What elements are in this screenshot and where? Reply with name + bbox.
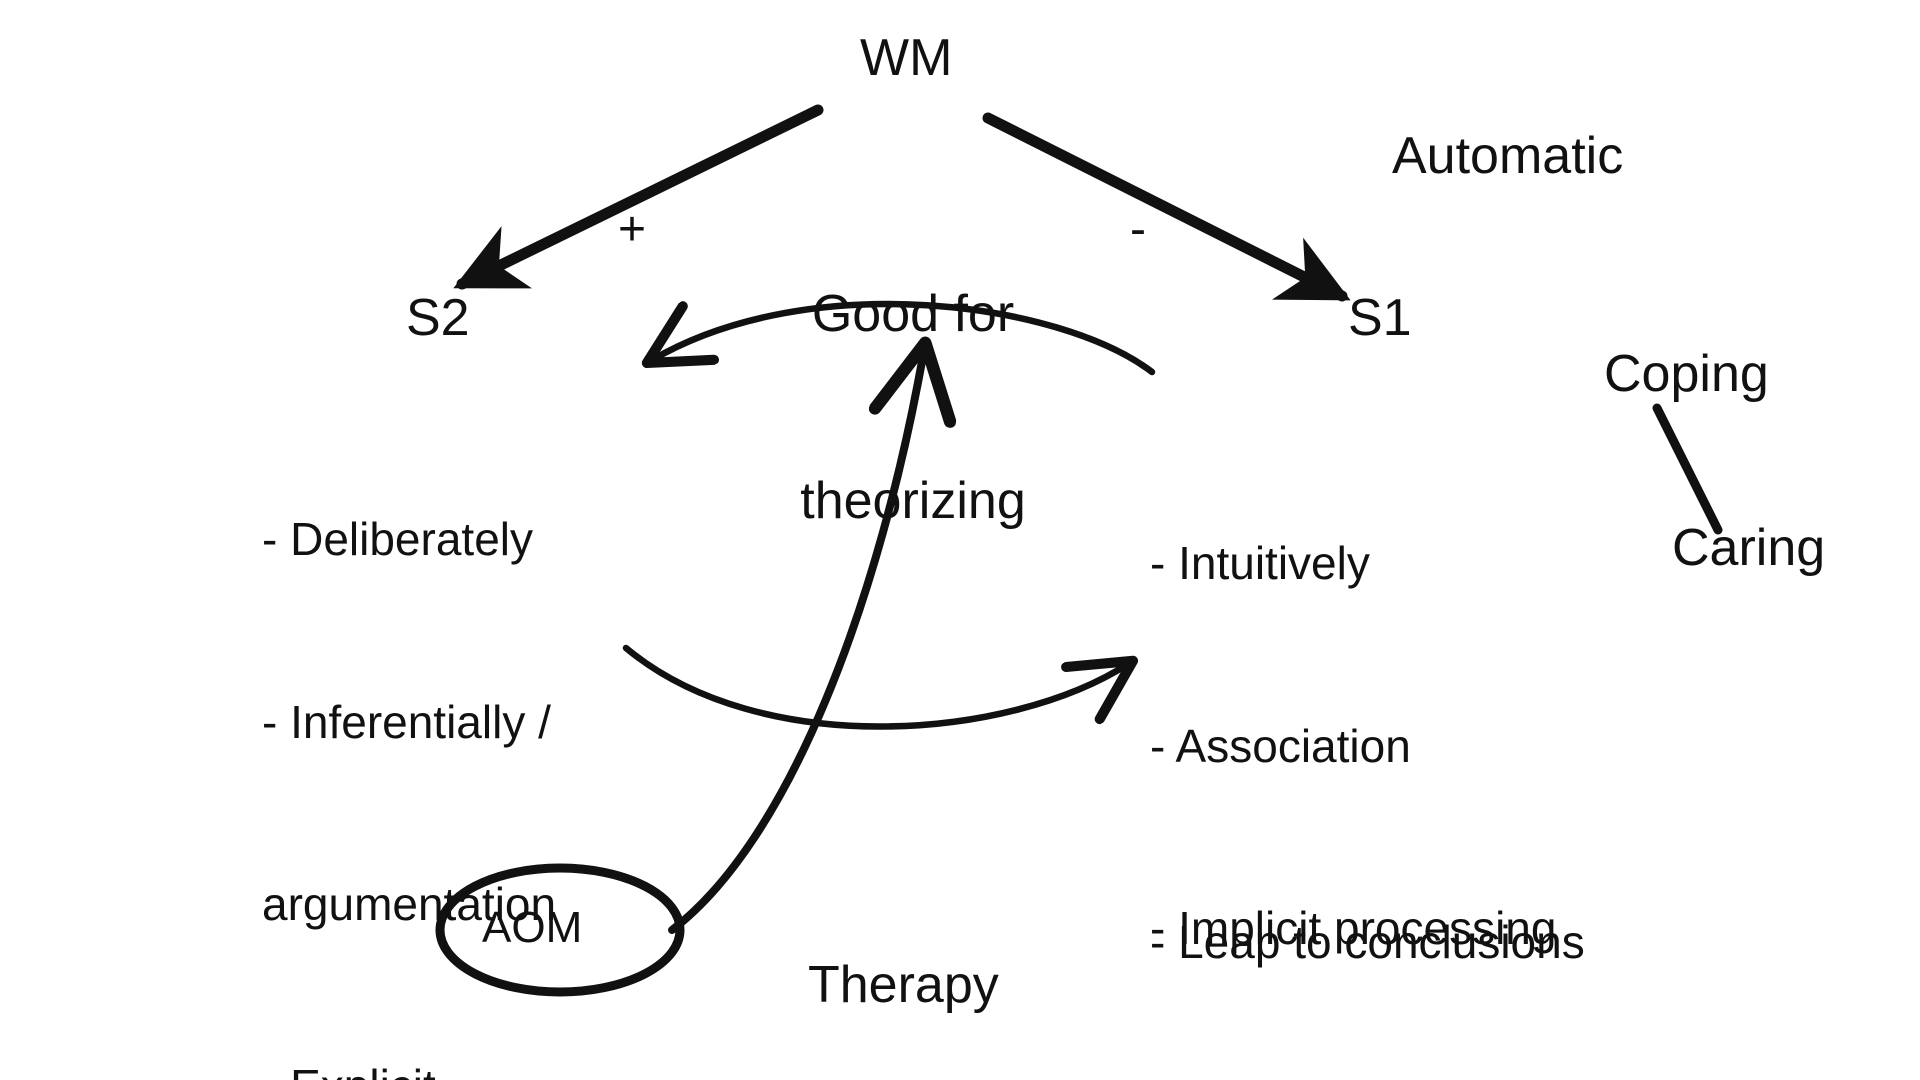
note-good-for-theorizing-line2: theorizing	[800, 471, 1026, 530]
edge-wm-to-s1	[982, 112, 1351, 302]
note-automatic: Automatic	[1392, 127, 1624, 185]
list-item: - Intuitively	[1150, 537, 1370, 590]
edge-wm-to-s2	[453, 104, 824, 290]
s2-attribute-list: - Deliberately - Inferentially / argumen…	[262, 388, 556, 1080]
edge-sign-positive: +	[618, 203, 647, 256]
node-label-s2: S2	[406, 289, 470, 347]
note-good-for-theorizing-line1: Good for	[811, 284, 1015, 343]
note-caring: Caring	[1672, 519, 1826, 577]
node-label-aom: AOM	[482, 903, 583, 952]
node-label-s1: S1	[1348, 289, 1412, 347]
edge-s2-to-s1-curve	[622, 644, 1128, 730]
edge-aom-to-theorizing	[668, 350, 924, 934]
list-item: - Deliberately	[262, 513, 533, 566]
list-item: - Explicit	[262, 1056, 556, 1080]
list-item: - Association	[1150, 719, 1411, 772]
list-item: - Leap to conclusions	[1150, 915, 1585, 968]
edge-coping-to-caring	[1652, 403, 1723, 535]
s1-outcome-list: - Leap to conclusions - Leap to insight	[1150, 768, 1585, 1080]
list-item: argumentation	[262, 877, 557, 930]
node-label-wm: WM	[860, 29, 953, 87]
s1-attribute-list: - Intuitively - Association - Implicit p…	[1150, 412, 1556, 1080]
aom-ellipse	[435, 863, 685, 997]
list-item: - Inferentially /	[262, 695, 551, 748]
note-therapy: Therapy	[808, 956, 999, 1014]
note-coping: Coping	[1604, 345, 1769, 403]
list-item: - Implicit processing	[1150, 901, 1557, 954]
note-good-for-theorizing: Good for theorizing	[778, 158, 1048, 657]
edge-sign-negative: -	[1130, 203, 1146, 256]
edge-s1-to-s2-curve	[652, 300, 1156, 376]
